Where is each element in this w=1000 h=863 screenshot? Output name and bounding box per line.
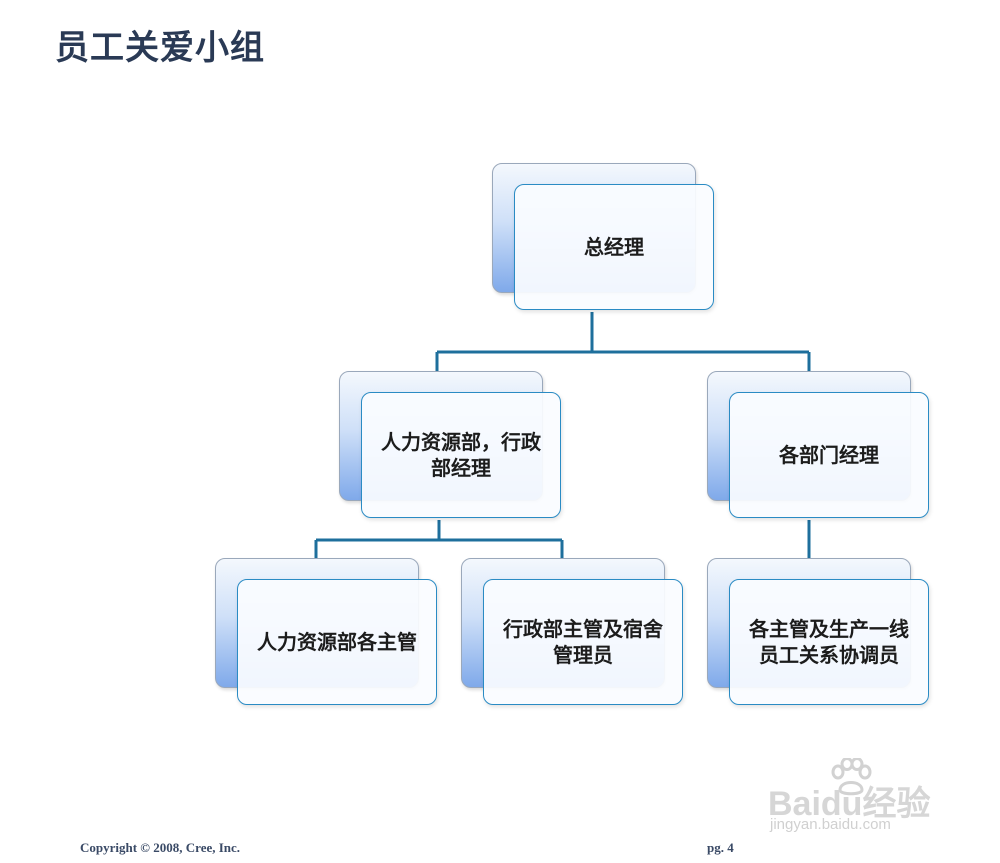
footer-page-number: pg. 4 (707, 840, 734, 855)
node-box: 各主管及生产一线员工关系协调员 (729, 579, 929, 705)
node-label: 人力资源部，行政部经理 (381, 430, 541, 480)
node-box: 各部门经理 (729, 392, 929, 518)
node-box: 总经理 (514, 184, 714, 310)
node-label: 总经理 (584, 235, 644, 259)
node-label: 各部门经理 (779, 443, 879, 467)
node-box: 人力资源部，行政部经理 (361, 392, 561, 518)
node-box: 人力资源部各主管 (237, 579, 437, 705)
node-label: 行政部主管及宿舍管理员 (503, 617, 663, 667)
paw-icon (831, 758, 872, 796)
node-label: 各主管及生产一线员工关系协调员 (749, 617, 909, 667)
node-label: 人力资源部各主管 (257, 630, 417, 654)
watermark-brand: Baidu经验 (768, 785, 931, 823)
footer-copyright: Copyright © 2008, Cree, Inc. (80, 840, 241, 855)
baidu-watermark: Baidu经验 jingyan.baidu.com (768, 758, 958, 838)
node-box: 行政部主管及宿舍管理员 (483, 579, 683, 705)
watermark-url: jingyan.baidu.com (770, 816, 891, 833)
page-title: 员工关爱小组 (55, 28, 265, 68)
